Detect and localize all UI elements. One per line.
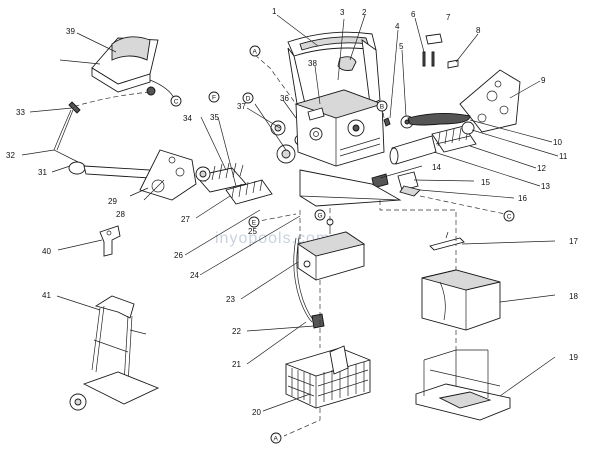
- part-label-3: 3: [340, 8, 345, 17]
- part-label-29: 29: [108, 197, 117, 206]
- filter-tray-part: [296, 231, 366, 281]
- part-label-19: 19: [569, 353, 578, 362]
- caddy-handle-part: [99, 225, 121, 257]
- callout-markers: A B C D E F G A C: [170, 45, 515, 444]
- motor-housing-part: [294, 89, 385, 167]
- part-label-27: 27: [181, 215, 190, 224]
- part-label-16: 16: [518, 194, 527, 203]
- part-label-36: 36: [280, 94, 289, 103]
- part-label-34: 34: [183, 114, 192, 123]
- part-label-15: 15: [481, 178, 490, 187]
- part-label-40: 40: [42, 247, 51, 256]
- left-side-plate-part: [139, 149, 197, 201]
- callout-f: F: [212, 95, 216, 102]
- callout-c-right: C: [507, 214, 512, 221]
- callout-c-left: C: [174, 99, 179, 106]
- handle-part: [287, 31, 381, 111]
- part-label-38: 38: [308, 59, 317, 68]
- part-label-26: 26: [174, 251, 183, 260]
- part-label-13: 13: [541, 182, 550, 191]
- power-supply-part: [59, 36, 176, 101]
- filter-bag-part: [421, 269, 501, 331]
- callout-e: E: [252, 220, 257, 227]
- filter-clip-part: [429, 231, 465, 251]
- part-label-32: 32: [6, 151, 15, 160]
- drive-belt-part: [407, 113, 471, 126]
- part-label-1: 1: [272, 7, 277, 16]
- part-label-12: 12: [537, 164, 546, 173]
- part-label-8: 8: [476, 26, 481, 35]
- callout-d: D: [246, 96, 251, 103]
- part-label-28: 28: [116, 210, 125, 219]
- part-label-31: 31: [38, 168, 47, 177]
- part-label-21: 21: [232, 360, 241, 369]
- part-label-37: 37: [237, 102, 246, 111]
- part-label-5: 5: [399, 42, 404, 51]
- part-label-23: 23: [226, 295, 235, 304]
- callout-b: B: [380, 104, 384, 111]
- hose-part: [293, 237, 325, 329]
- callout-a-top: A: [253, 49, 258, 56]
- part-label-17: 17: [569, 237, 578, 246]
- part-label-9: 9: [541, 76, 546, 85]
- assembly-lines: [253, 54, 506, 437]
- part-label-7: 7: [446, 13, 451, 22]
- part-label-22: 22: [232, 327, 241, 336]
- part-label-20: 20: [252, 408, 261, 417]
- part-label-10: 10: [553, 138, 562, 147]
- chassis-part: [299, 169, 402, 207]
- part-label-25: 25: [248, 227, 257, 236]
- part-label-11: 11: [559, 152, 568, 161]
- impeller-parts: [371, 171, 421, 197]
- watermark: inyopools.com: [215, 230, 330, 247]
- part-label-33: 33: [16, 108, 25, 117]
- part-label-4: 4: [395, 22, 400, 31]
- right-roller-part: [389, 135, 471, 165]
- part-label-2: 2: [362, 8, 367, 17]
- pin-part: [383, 117, 391, 127]
- part-label-41: 41: [42, 291, 51, 300]
- part-label-18: 18: [569, 292, 578, 301]
- callout-g: G: [318, 213, 323, 220]
- part-label-39: 39: [66, 27, 75, 36]
- part-number-labels: 1 2 3 4 5 6 7 8 9 10 11 12 13 14 15 16 1…: [6, 7, 578, 417]
- left-brush-part: [195, 162, 247, 193]
- right-brush-part: [431, 121, 477, 153]
- caddy-cart-part: [69, 295, 160, 411]
- part-label-6: 6: [411, 10, 416, 19]
- callout-a-bottom: A: [274, 436, 279, 443]
- left-roller-part: [225, 179, 273, 205]
- filter-frame-part: [415, 349, 511, 421]
- right-side-plate-part: [459, 69, 521, 133]
- part-label-14: 14: [432, 163, 441, 172]
- part-label-24: 24: [190, 271, 199, 280]
- clip-pins-part: [422, 33, 459, 69]
- handle-clip-part: [337, 56, 357, 71]
- leader-lines: [21, 14, 559, 412]
- part-label-35: 35: [210, 113, 219, 122]
- filter-basket-part: [285, 345, 371, 409]
